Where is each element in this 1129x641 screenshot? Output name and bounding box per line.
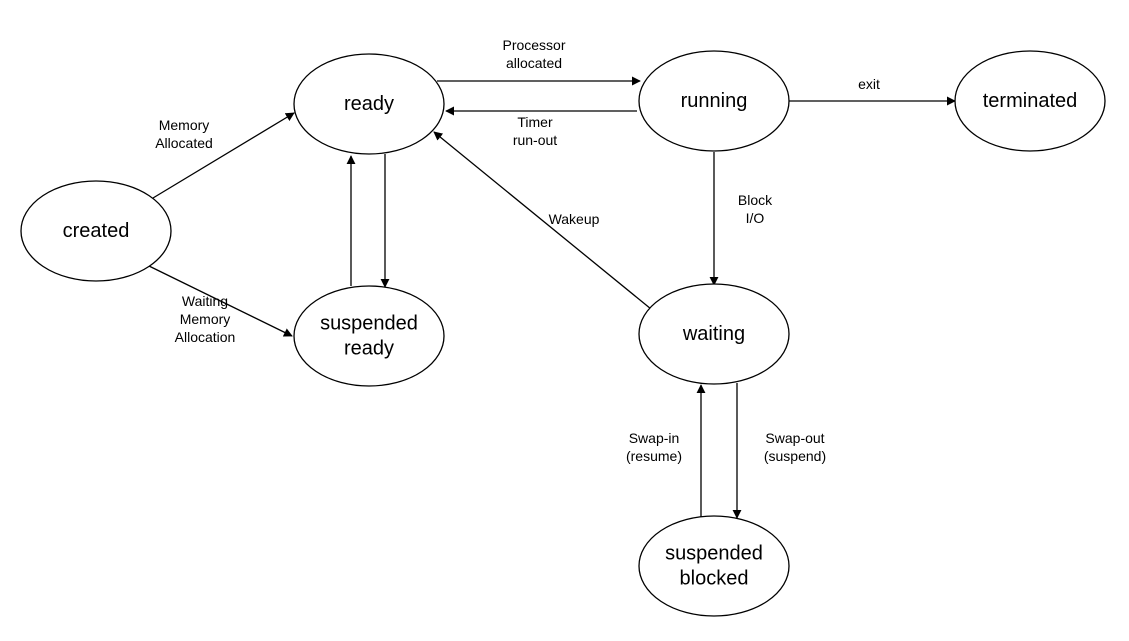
state-label-terminated: terminated [983,90,1078,112]
state-running: running [638,50,790,152]
edges-layer [148,76,956,519]
state-ellipse-suspended-ready [293,285,445,387]
arrow-created-to-suspended-ready [148,265,293,337]
state-ellipse-suspended-blocked [638,515,790,617]
edge-label-ready-to-running: Processor allocated [502,37,565,71]
edge-label-line: Swap-in [629,430,680,446]
state-ready: ready [293,53,445,155]
edge-label-line: exit [858,76,880,92]
state-label-line: ready [344,93,394,115]
edge-label-line: (suspend) [764,448,826,464]
edge-label-line: Memory [159,117,210,133]
state-ellipse-ready [293,53,445,155]
edge-label-line: Processor [502,37,565,53]
edge-label-line: Allocation [175,329,236,345]
state-label-created: created [63,220,130,242]
state-ellipse-running [638,50,790,152]
edge-label-waiting-to-suspended-blocked: Swap-out (suspend) [764,430,826,464]
state-label-suspended-ready: suspended ready [320,313,418,360]
edge-label-line: Allocated [155,135,213,151]
state-label-line: running [681,90,748,112]
edge-label-line: Block [738,192,773,208]
edge-label-line: Wakeup [549,211,600,227]
state-waiting: waiting [638,283,790,385]
state-label-line: created [63,220,130,242]
state-label-suspended-blocked: suspended blocked [665,543,763,590]
state-label-ready: ready [344,93,394,115]
state-suspended-ready: suspended ready [293,285,445,387]
state-label-running: running [681,90,748,112]
state-label-line: waiting [682,323,745,345]
state-ellipse-created [20,180,172,282]
arrow-created-to-ready [152,112,295,199]
edge-label-suspended-blocked-to-waiting: Swap-in (resume) [626,430,682,464]
edge-label-line: I/O [746,210,765,226]
state-ellipse-terminated [954,50,1106,152]
edge-label-line: Swap-out [765,430,824,446]
edge-label-line: Memory [180,311,231,327]
edge-label-line: Timer [517,114,553,130]
nodes-layer: created ready suspended ready running termina… [20,50,1106,617]
edge-label-line: Waiting [182,293,228,309]
edge-label-line: run-out [513,132,557,148]
state-label-waiting: waiting [682,323,745,345]
edge-label-line: (resume) [626,448,682,464]
state-terminated: terminated [954,50,1106,152]
state-label-line: blocked [680,568,749,590]
arrow-waiting-to-ready [433,131,652,310]
edge-label-running-to-terminated: exit [858,76,880,92]
edge-label-waiting-to-ready: Wakeup [549,211,600,227]
edge-label-line: allocated [506,55,562,71]
state-created: created [20,180,172,282]
state-suspended-blocked: suspended blocked [638,515,790,617]
state-label-line: suspended [320,313,418,335]
state-label-line: ready [344,338,394,360]
state-ellipse-waiting [638,283,790,385]
edge-label-running-to-ready: Timer run-out [513,114,557,148]
state-label-line: suspended [665,543,763,565]
state-label-line: terminated [983,90,1078,112]
